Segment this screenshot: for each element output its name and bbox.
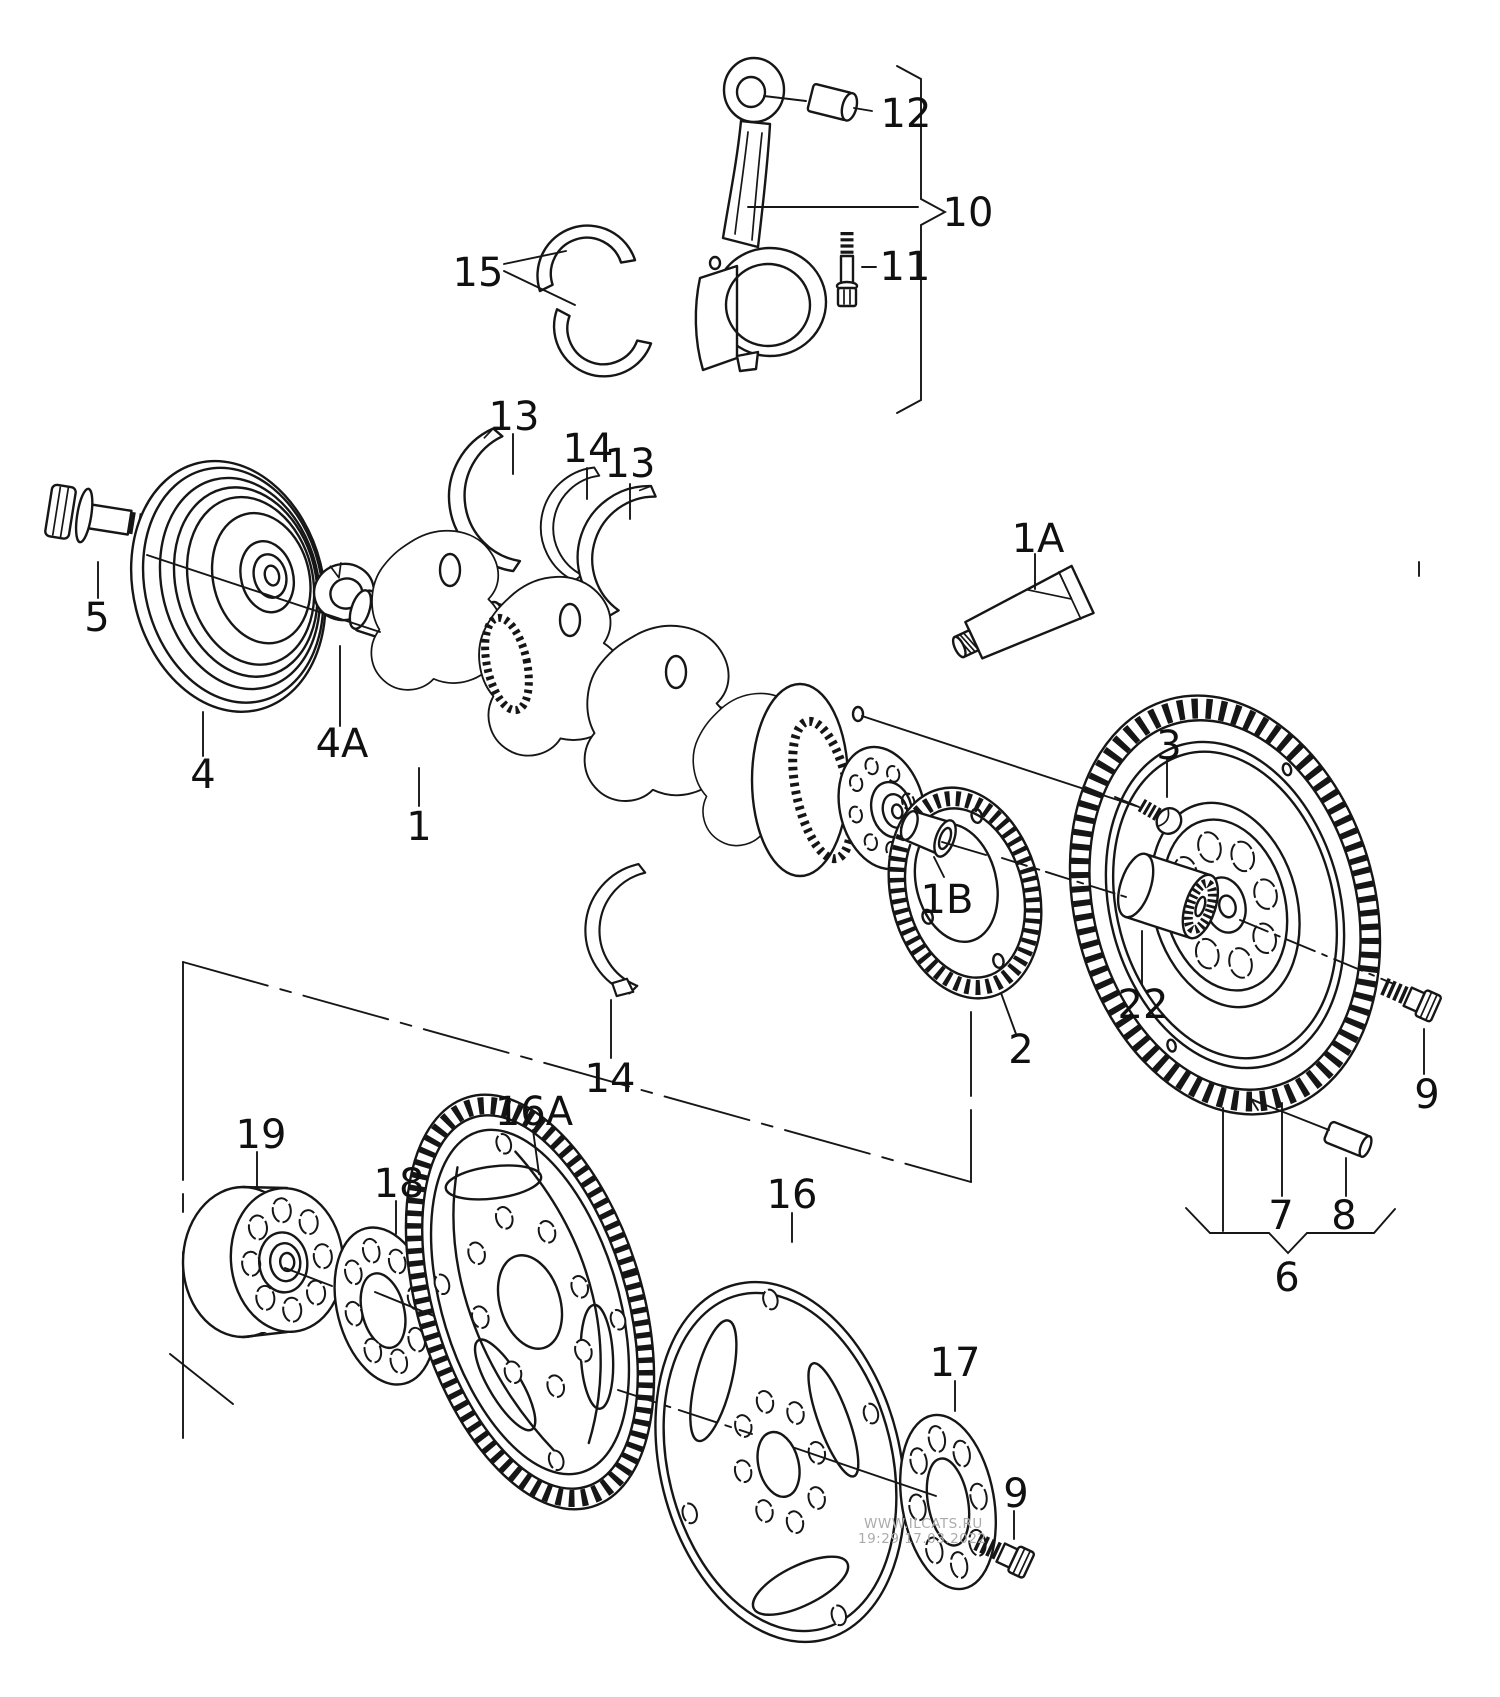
callout-7: 7	[1268, 1193, 1293, 1239]
bracket-6	[1185, 1207, 1396, 1255]
callout-2: 2	[1008, 1027, 1033, 1073]
callout-1a: 1A	[1012, 516, 1065, 562]
conrod-bearing-shells	[536, 224, 653, 378]
callout-5: 5	[84, 595, 109, 641]
callout-9-driveplate: 9	[1003, 1471, 1028, 1517]
bracket-10	[896, 65, 947, 414]
callout-4: 4	[190, 752, 215, 798]
crankshaft	[348, 522, 927, 878]
watermark-line2: 19:29 17.03.2022	[858, 1531, 987, 1547]
callout-1b: 1B	[921, 877, 974, 923]
callout-16: 16	[767, 1172, 818, 1218]
main-bearing-shell-14-top	[539, 466, 601, 582]
callout-3: 3	[1156, 723, 1181, 769]
callout-14-bottom: 14	[585, 1056, 636, 1102]
callout-13-left: 13	[489, 394, 540, 440]
piston-pin-bushing	[806, 83, 859, 122]
callout-18: 18	[374, 1161, 425, 1207]
callout-11: 11	[880, 244, 931, 290]
callout-9-flywheel: 9	[1414, 1072, 1439, 1118]
main-bearing-shell-14-bottom	[584, 863, 647, 998]
needle-bearing	[1116, 852, 1220, 940]
callout-1: 1	[406, 804, 431, 850]
flywheel	[1068, 694, 1382, 1116]
drive-plate-16a	[404, 1093, 656, 1511]
dowel-pin	[1323, 1120, 1373, 1159]
callout-22: 22	[1118, 982, 1169, 1028]
sealant-tube	[951, 564, 1095, 660]
washer-17	[898, 1413, 998, 1591]
callout-19: 19	[236, 1112, 287, 1158]
conrod-bolt	[835, 232, 859, 308]
sender-ring-screw	[1137, 798, 1183, 835]
callout-labels: 5 4 4A 1 13 14 13 15 12 10 11 1A 3 1B 2 …	[84, 91, 1439, 1517]
callout-17: 17	[930, 1340, 981, 1386]
callout-13-right: 13	[605, 441, 656, 487]
watermark-line1: WWW.ILCATS.RU	[864, 1516, 983, 1532]
drive-plate-16	[654, 1280, 906, 1644]
watermark: WWW.ILCATS.RU 19:29 17.03.2022	[858, 1516, 987, 1547]
callout-14-top: 14	[563, 426, 614, 472]
callout-12: 12	[881, 91, 932, 137]
callout-15: 15	[453, 250, 504, 296]
crankshaft-pulley	[129, 459, 327, 713]
callout-6: 6	[1274, 1255, 1299, 1301]
callout-8: 8	[1331, 1193, 1356, 1239]
leader-lines	[97, 65, 1425, 1540]
callout-16a: 16A	[495, 1089, 574, 1135]
callout-10: 10	[943, 190, 994, 236]
callout-4a: 4A	[316, 721, 369, 767]
connecting-rod	[694, 56, 828, 373]
pilot-bushing	[899, 809, 957, 858]
spacer-19	[181, 1185, 345, 1339]
